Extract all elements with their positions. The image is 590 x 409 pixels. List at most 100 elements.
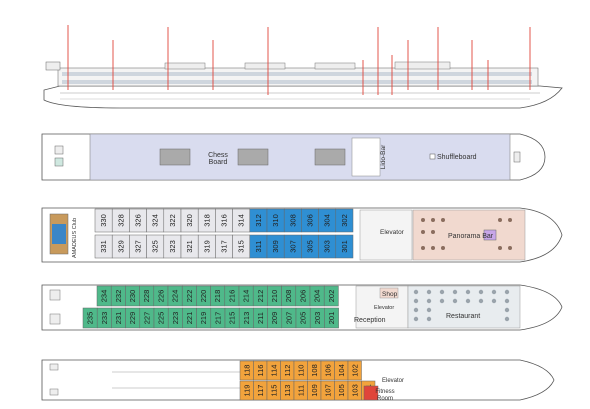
- cabin-number-110: 110: [296, 365, 305, 377]
- cabin-number-318: 318: [202, 214, 211, 227]
- cabin-number-231: 231: [114, 312, 123, 325]
- cabin-number-226: 226: [156, 290, 165, 303]
- cabin-number-330: 330: [99, 214, 108, 227]
- cabin-number-211: 211: [256, 312, 265, 324]
- cabin-201[interactable]: [324, 307, 339, 329]
- middle-elevator-label: Elevator: [374, 305, 394, 311]
- cabin-number-224: 224: [171, 290, 180, 303]
- cabin-number-317: 317: [220, 240, 229, 253]
- cabin-number-301: 301: [340, 240, 349, 253]
- cabin-number-321: 321: [185, 240, 194, 253]
- cabin-number-108: 108: [310, 364, 319, 377]
- cabin-number-210: 210: [270, 290, 279, 303]
- cabin-number-229: 229: [128, 312, 137, 325]
- cabin-number-327: 327: [134, 240, 143, 253]
- restaurant-table: [439, 289, 445, 295]
- chess-label-1: Chess: [208, 152, 228, 159]
- cabin-number-207: 207: [284, 312, 293, 325]
- cabin-number-216: 216: [227, 290, 236, 303]
- cabin-number-206: 206: [298, 290, 307, 303]
- cabin-number-215: 215: [228, 312, 237, 325]
- cabin-number-202: 202: [327, 290, 336, 303]
- restaurant-table: [413, 316, 419, 322]
- cabin-number-235: 235: [86, 312, 95, 325]
- cabin-number-225: 225: [157, 312, 166, 325]
- cabin-number-105: 105: [337, 384, 346, 397]
- cabin-number-222: 222: [185, 290, 194, 303]
- cabin-number-302: 302: [340, 214, 349, 227]
- restaurant-table: [426, 298, 432, 304]
- cabin-number-326: 326: [134, 214, 143, 227]
- cabin-302[interactable]: [335, 208, 354, 233]
- cabin-number-218: 218: [213, 290, 222, 303]
- cabin-number-113: 113: [283, 385, 292, 397]
- restaurant-table: [413, 307, 419, 313]
- shuffleboard-label: Shuffleboard: [437, 154, 477, 161]
- restaurant-table: [439, 298, 445, 304]
- cabin-number-311: 311: [254, 241, 263, 253]
- lower-elevator-label: Elevator: [382, 378, 404, 384]
- restaurant-table: [426, 307, 432, 313]
- cabin-number-303: 303: [323, 240, 332, 253]
- restaurant-table: [413, 298, 419, 304]
- ship-profile: [43, 25, 563, 109]
- cabin-number-322: 322: [168, 214, 177, 227]
- restaurant-table: [465, 289, 471, 295]
- cabin-number-201: 201: [327, 312, 336, 325]
- cabin-number-315: 315: [237, 240, 246, 253]
- cabin-number-233: 233: [100, 312, 109, 325]
- cabin-number-323: 323: [168, 240, 177, 253]
- cabin-number-214: 214: [242, 290, 251, 303]
- cabin-number-208: 208: [284, 290, 293, 303]
- cabin-202[interactable]: [323, 285, 339, 307]
- restaurant-table: [491, 298, 497, 304]
- restaurant-table: [504, 316, 510, 322]
- upper-elevator-label: Elevator: [380, 229, 405, 236]
- cabin-number-309: 309: [271, 240, 280, 253]
- cabin-number-328: 328: [116, 214, 125, 227]
- restaurant-table: [478, 289, 484, 295]
- cabin-number-307: 307: [288, 240, 297, 253]
- cabin-number-102: 102: [350, 364, 359, 377]
- cabin-number-104: 104: [337, 364, 346, 377]
- cabin-number-331: 331: [99, 240, 108, 253]
- cabin-number-305: 305: [306, 240, 315, 253]
- chess-label-2: Board: [209, 159, 228, 166]
- panorama-bar-label: Panorama Bar: [448, 233, 494, 240]
- cabin-number-111: 111: [296, 385, 305, 396]
- cabin-number-316: 316: [220, 214, 229, 227]
- cabin-number-107: 107: [323, 384, 332, 397]
- cabin-number-117: 117: [256, 385, 265, 397]
- cabin-number-219: 219: [199, 312, 208, 325]
- cabin-number-203: 203: [313, 312, 322, 325]
- cabin-number-112: 112: [283, 365, 292, 377]
- cabin-number-314: 314: [237, 214, 246, 227]
- cabin-number-324: 324: [151, 214, 160, 227]
- cabin-number-115: 115: [269, 385, 278, 397]
- cabin-number-319: 319: [202, 240, 211, 253]
- cabin-number-308: 308: [288, 214, 297, 227]
- cabin-102[interactable]: [347, 360, 362, 381]
- cabin-number-312: 312: [254, 214, 263, 227]
- restaurant-table: [504, 298, 510, 304]
- cabin-number-329: 329: [116, 240, 125, 253]
- reception-label: Reception: [354, 317, 386, 324]
- restaurant-table: [413, 289, 419, 295]
- restaurant-table: [465, 298, 471, 304]
- restaurant-table: [426, 316, 432, 322]
- restaurant-table: [491, 289, 497, 295]
- restaurant-table: [452, 289, 458, 295]
- restaurant-table: [504, 289, 510, 295]
- fitness-label-1: Fitness: [375, 389, 394, 395]
- cabin-number-118: 118: [242, 365, 251, 377]
- cabin-301[interactable]: [335, 234, 354, 259]
- cabin-number-209: 209: [270, 312, 279, 325]
- cabin-number-306: 306: [306, 214, 315, 227]
- cabin-number-205: 205: [299, 312, 308, 325]
